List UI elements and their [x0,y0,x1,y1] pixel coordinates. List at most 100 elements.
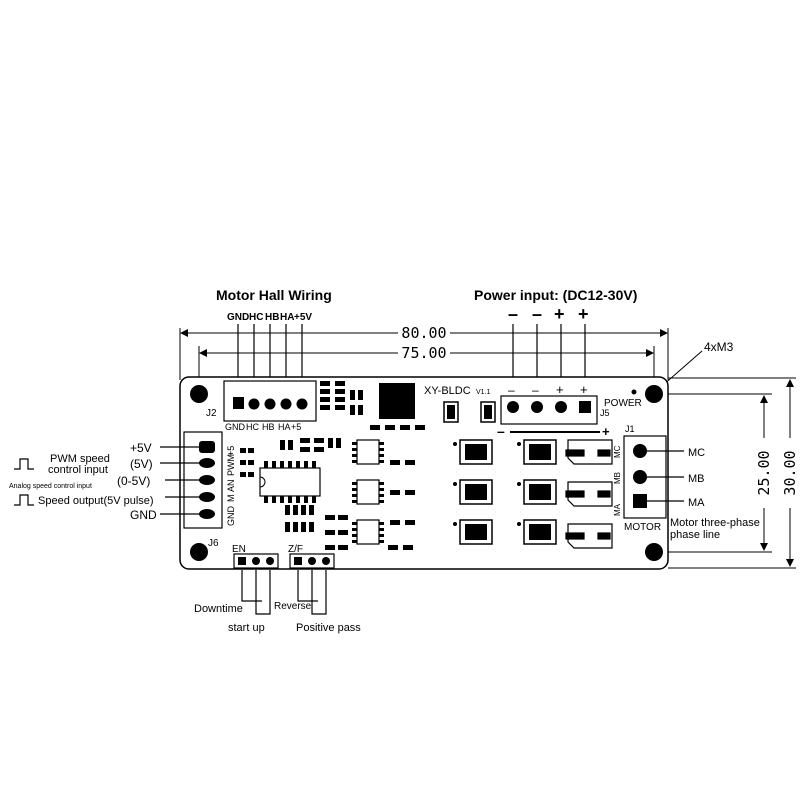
mosfet-2 [453,479,493,505]
power-inductor [379,383,415,419]
mounting-holes [190,385,663,561]
dim-25-label: 25.00 [755,450,773,495]
mosfet-5 [517,479,557,505]
motor-phase-caption-1: Motor three-phase [670,517,760,529]
power-pin-minus-1: – [508,304,518,324]
hall-pin-ha: HA [280,312,294,323]
j6-pin-5: +5 [226,446,236,456]
pwm-label-1: PWM speed [50,453,110,465]
shunt-resistors [565,439,613,549]
smd-components [240,381,425,550]
gate-driver-1 [352,439,384,465]
en-header [233,553,279,569]
j5-minus-1: – [508,383,515,397]
j6-pin-pwm: PWM [226,454,236,476]
positive-pass-label: Positive pass [296,622,361,634]
pwm-pulse-icon [14,458,34,470]
dim-30: 30.00 [668,377,799,569]
signal-gnd: GND [130,508,157,522]
j2-pin-labels: GND HC HB HA +5 [225,422,301,432]
power-pin-labels-top: – – + + [508,304,589,324]
board-version: V1.1 [476,389,491,396]
power-pin-minus-2: – [532,304,542,324]
signal-5v: +5V [130,441,152,455]
board-model: XY-BLDC [424,385,471,397]
power-label: POWER [604,398,642,409]
mosfet-array [453,439,557,545]
power-pin-plus-2: + [578,304,589,324]
gate-driver-ics [352,439,384,545]
hall-pin-hb: HB [265,312,279,323]
dim-75: 75.00 [198,344,655,382]
speed-pulse-icon [14,494,34,506]
dim-30-label: 30.00 [781,450,799,495]
j5-plus-2: + [580,382,588,397]
mount-hole-bl [190,543,208,561]
reverse-label: Reverse [274,601,312,612]
start-up-label: start up [228,622,265,634]
mosfet-4 [517,439,557,465]
pwm-label-2: control input [48,464,108,476]
j5-label: J5 [600,408,610,418]
mount-hole-tr [645,385,663,403]
analog-label: Analog speed control input [9,483,92,490]
j2-label: J2 [206,408,217,419]
en-label: EN [232,544,246,555]
hall-pin-gnd: GND [227,312,249,323]
cap-plus: + [602,424,610,439]
j2-pin-hc: HC [246,422,259,432]
motor-label: MOTOR [624,522,661,533]
j6-pin-gnd: GND [226,506,236,527]
motor-phase-ma: MA [688,497,705,509]
j2-pin-5: +5 [291,422,301,432]
hall-pin-hc: HC [249,312,263,323]
motor-phase-mb: MB [688,473,705,485]
motor-phase-wires [647,450,684,502]
j6-pin-m: M [226,495,236,503]
signal-5v-paren: (5V) [130,457,153,471]
power-input-heading: Power input: (DC12-30V) [474,287,637,303]
mount-hole-tl [190,385,208,403]
power-led [631,389,637,395]
j1-pin-ma: MA [613,503,622,516]
mounting-hole-leader [661,350,703,387]
jumper-brackets [241,570,327,615]
power-pin-plus-1: + [554,304,565,324]
j5-plus-1: + [556,382,564,397]
dim-80: 80.00 [179,324,669,380]
mosfet-1 [453,439,493,465]
mosfet-3 [453,519,493,545]
zf-header [289,553,335,569]
hall-wiring-heading: Motor Hall Wiring [216,287,332,303]
signal-range: (0-5V) [117,474,150,488]
j1-label: J1 [625,424,635,434]
mosfet-6 [517,519,557,545]
j2-connector [223,380,317,422]
zf-label: Z/F [288,544,303,555]
left-signal-wires [160,446,200,515]
j1-pin-labels: MC MB MA [613,445,622,516]
dim-80-label: 80.00 [401,324,446,342]
j1-pin-mb: MB [613,472,622,484]
speed-output-label: Speed output(5V pulse) [38,495,154,507]
motor-phase-caption-2: phase line [670,529,720,541]
main-ic [259,461,321,503]
gate-driver-2 [352,479,384,505]
j6-label: J6 [208,538,219,549]
motor-phase-mc: MC [688,447,705,459]
j5-minus-2: – [532,383,539,397]
j2-pin-hb: HB [262,422,275,432]
dim-75-label: 75.00 [401,344,446,362]
cap-minus: – [497,423,505,439]
j6-pin-an: AN [226,479,236,492]
j2-pin-gnd: GND [225,422,246,432]
hall-pin-labels-top: GND HC HB HA +5V [227,312,312,323]
j1-pin-mc: MC [613,445,622,458]
dim-25: 25.00 [668,393,773,553]
mount-hole-br [645,543,663,561]
gate-driver-3 [352,519,384,545]
downtime-label: Downtime [194,603,243,615]
j6-pin-labels: +5 PWM AN M GND [226,446,236,526]
mounting-holes-label: 4xM3 [704,340,734,354]
